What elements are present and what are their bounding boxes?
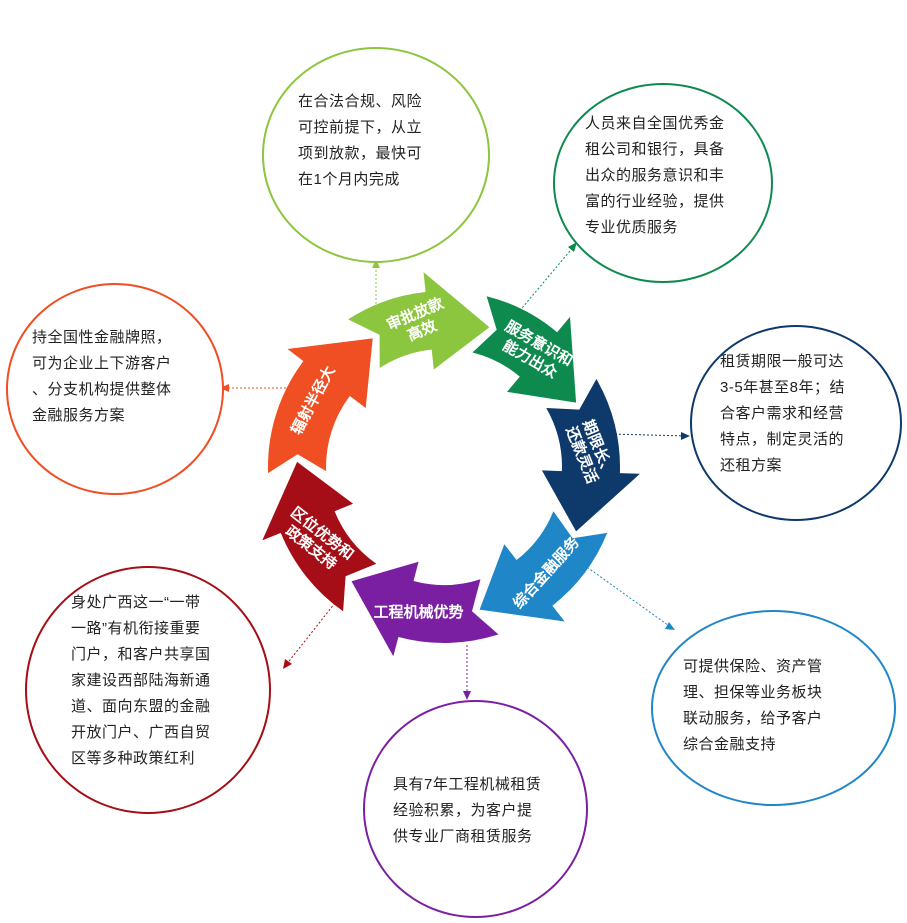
service-description: 人员来自全国优秀金 租公司和银行，具备 出众的服务意识和丰 富的行业经验，提供 …	[585, 115, 725, 236]
connector-coverage-arrowhead	[220, 384, 229, 392]
connector-service-arrowhead	[568, 242, 577, 252]
description-circle-coverage: 持全国性金融牌照， 可为企业上下游客户 、分支机构提供整体 金融服务方案	[6, 283, 224, 495]
term-description: 租赁期限一般可达 3-5年甚至8年；结 合客户需求和经营 特点，制定灵活的 还租…	[720, 353, 846, 474]
connectors	[220, 242, 690, 700]
cycle-arrow-finance	[479, 511, 608, 622]
connector-term	[610, 433, 688, 437]
connector-finance	[583, 564, 673, 629]
coverage-description: 持全国性金融牌照， 可为企业上下游客户 、分支机构提供整体 金融服务方案	[32, 329, 172, 424]
description-circle-location: 身处广西这一“一带 一路”有机衔接重要 门户，和客户共享国 家建设西部陆海新通 …	[25, 566, 271, 814]
cycle-arrows	[262, 272, 640, 657]
cycle-arrow-location	[262, 461, 377, 612]
connector-location-arrowhead	[283, 659, 292, 669]
description-circle-approval: 在合法合规、风险 可控前提下，从立 项到放款，最快可 在1个月内完成	[262, 47, 490, 263]
cycle-arrow-term	[541, 379, 640, 532]
location-description: 身处广西这一“一带 一路”有机衔接重要 门户，和客户共享国 家建设西部陆海新通 …	[71, 594, 211, 767]
connector-term-arrowhead	[681, 432, 690, 440]
connector-finance-arrowhead	[665, 622, 675, 630]
connector-approval-arrowhead	[372, 259, 380, 268]
connector-location	[285, 602, 336, 666]
approval-description: 在合法合规、风险 可控前提下，从立 项到放款，最快可 在1个月内完成	[298, 93, 423, 188]
connector-service	[511, 244, 576, 321]
connector-machinery-arrowhead	[463, 691, 471, 700]
cycle-label-machinery: 工程机械优势	[373, 603, 463, 621]
cycle-arrow-service	[472, 296, 577, 403]
description-circle-machinery: 具有7年工程机械租赁 经验积累，为客户提 供专业厂商租赁服务	[363, 700, 588, 918]
description-circle-service: 人员来自全国优秀金 租公司和银行，具备 出众的服务意识和丰 富的行业经验，提供 …	[553, 83, 773, 283]
cycle-arrow-machinery	[351, 561, 499, 657]
machinery-description: 具有7年工程机械租赁 经验积累，为客户提 供专业厂商租赁服务	[393, 776, 542, 845]
finance-description: 可提供保险、资产管 理、担保等业务板块 联动服务，给予客户 综合金融支持	[683, 658, 823, 753]
description-circle-term: 租赁期限一般可达 3-5年甚至8年；结 合客户需求和经营 特点，制定灵活的 还租…	[690, 325, 902, 521]
description-circle-finance: 可提供保险、资产管 理、担保等业务板块 联动服务，给予客户 综合金融支持	[651, 610, 896, 806]
cycle-arrow-coverage	[267, 338, 373, 474]
cycle-arrow-approval	[348, 272, 490, 370]
